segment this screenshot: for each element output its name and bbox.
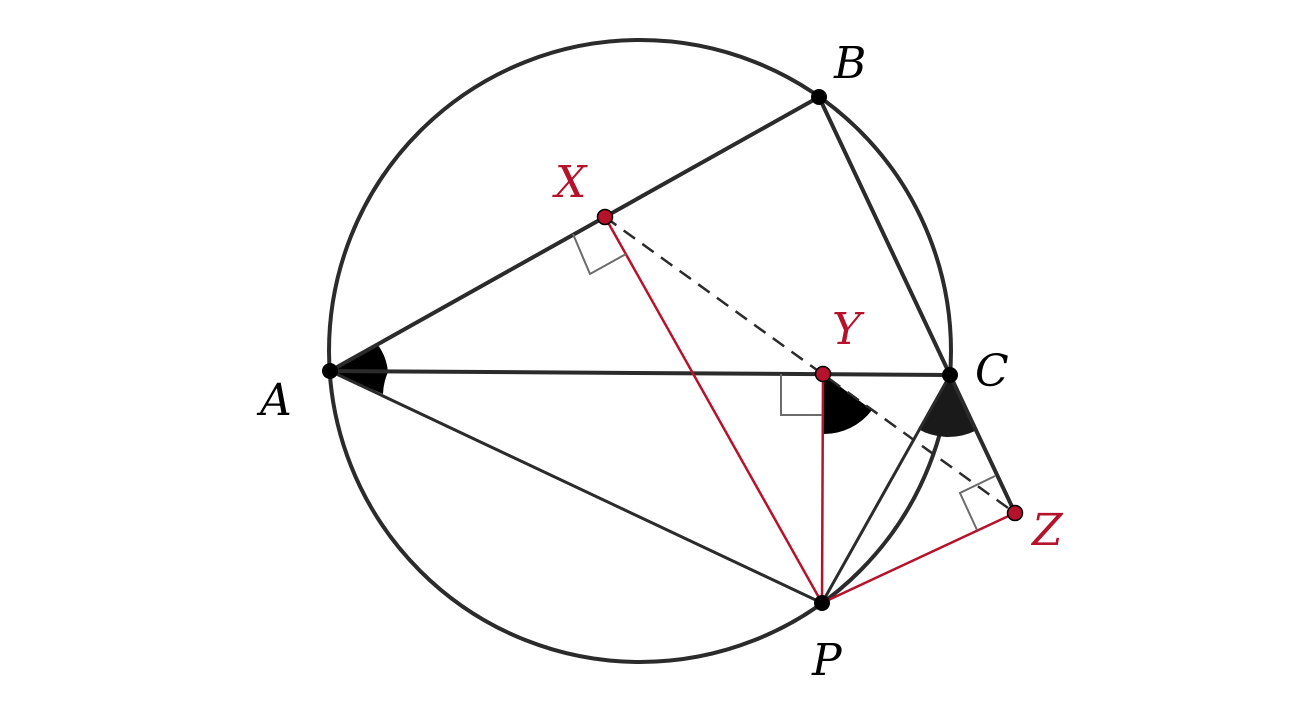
perpendicular-py [820,373,825,604]
point-c [942,367,958,383]
label-z: Z [1030,505,1064,556]
simson-line [604,215,1016,515]
label-y: Y [832,304,865,355]
angle-mark-a-upper [330,345,388,372]
label-b: B [833,38,866,89]
segment-ac [329,369,951,377]
perpendicular-px [603,216,824,604]
angle-mark-y [823,374,872,435]
segment-bc [817,96,952,376]
point-p [814,595,830,611]
right-angle-mark-z [958,475,996,531]
label-p: P [811,635,843,686]
point-a [322,363,338,379]
right-angle-mark-y [780,374,822,416]
point-b [811,89,827,105]
point-y [814,365,832,383]
segment-cp [820,374,952,604]
segment-cz [948,374,1017,514]
point-z [1006,504,1024,522]
perpendicular-pz [821,511,1016,605]
label-c: C [975,346,1009,397]
label-x: X [552,157,588,208]
right-angle-mark-x [572,233,627,276]
point-x [596,208,614,226]
angle-mark-c [918,375,975,437]
segment-ab [329,95,820,373]
segment-ap [329,369,823,605]
label-a: A [256,375,292,426]
circumcircle [327,38,953,664]
